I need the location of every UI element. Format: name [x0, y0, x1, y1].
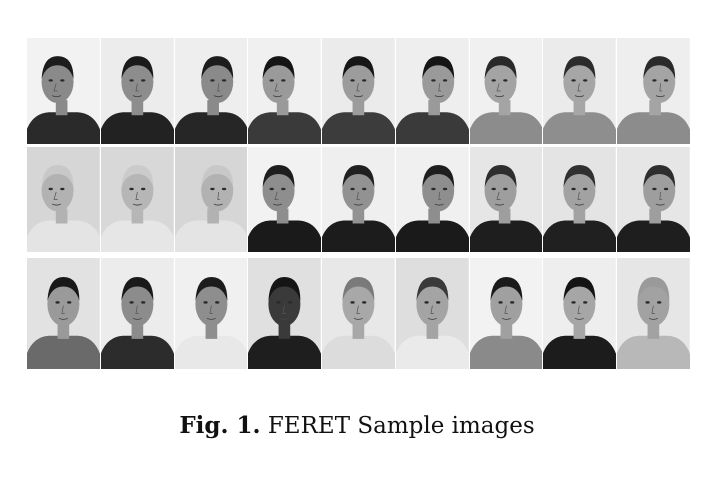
- face-photo: [543, 147, 617, 252]
- face-photo: [248, 38, 322, 144]
- face-photo: [543, 258, 617, 369]
- face-photo: [100, 258, 174, 369]
- face-photo: [248, 258, 322, 369]
- face-photo: [617, 38, 690, 144]
- face-photo: [395, 38, 469, 144]
- face-photo: [469, 258, 543, 369]
- face-photo: [174, 38, 248, 144]
- face-photo: [100, 38, 174, 144]
- face-photo: [27, 258, 100, 369]
- face-photo: [100, 147, 174, 252]
- face-photo: [469, 147, 543, 252]
- face-photo: [617, 258, 690, 369]
- face-photo: [174, 147, 248, 252]
- face-photo: [395, 258, 469, 369]
- face-photo: [27, 38, 100, 144]
- face-photo: [322, 38, 395, 144]
- face-photo: [617, 147, 690, 252]
- figure-caption: Fig. 1. FERET Sample images: [0, 412, 714, 439]
- face-photo: [322, 258, 395, 369]
- face-photo: [322, 147, 395, 252]
- face-photo: [174, 258, 248, 369]
- face-photo: [27, 147, 100, 252]
- face-photo: [543, 38, 617, 144]
- face-photo: [248, 147, 322, 252]
- caption-label: Fig. 1.: [179, 412, 261, 439]
- face-photo: [469, 38, 543, 144]
- caption-text: FERET Sample images: [267, 413, 535, 439]
- face-photo: [395, 147, 469, 252]
